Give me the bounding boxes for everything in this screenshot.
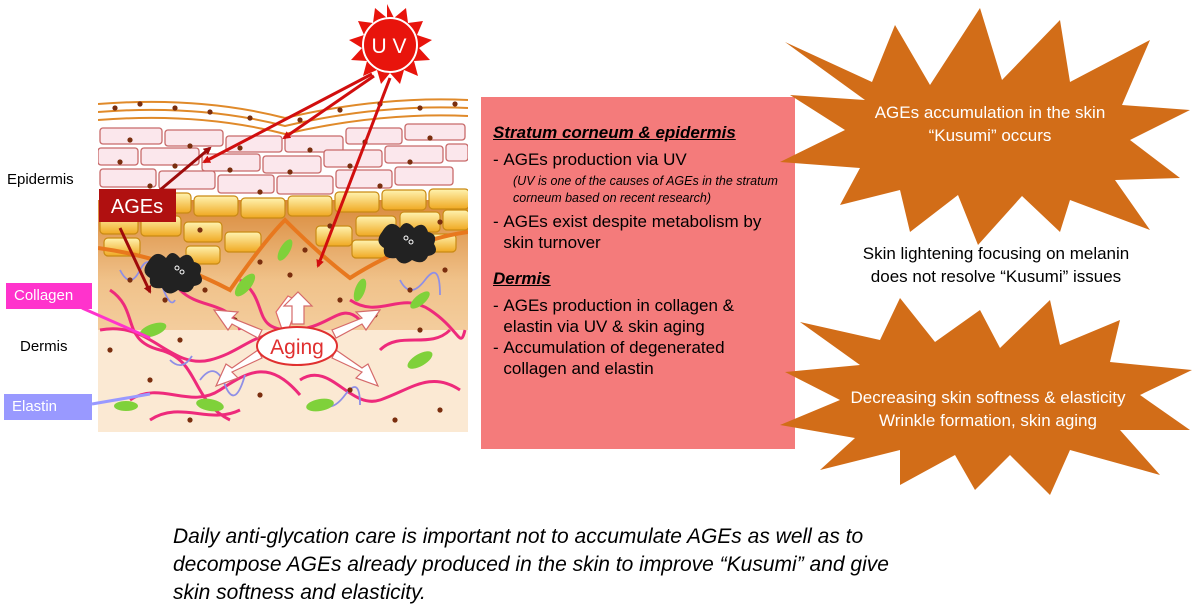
stratum-item-2: - AGEs exist despite metabolism by skin …: [493, 212, 762, 252]
conclusion-line2: decompose AGEs already produced in the s…: [173, 553, 889, 576]
melanin-statement-line1: Skin lightening focusing on melanin: [862, 244, 1130, 263]
elastin-pointer: [91, 392, 151, 406]
uv-label: U V: [371, 35, 406, 58]
uv-arrows: [202, 72, 392, 268]
melanin-statement: Skin lightening focusing on melanin does…: [826, 242, 1166, 288]
burst-top-line2: “Kusumi” occurs: [928, 126, 1052, 145]
uv-sun-icon: [349, 4, 432, 84]
skin-cross-section-illustration: Aging U V AGEs: [81, 4, 468, 432]
aging-ellipse: [256, 326, 338, 366]
burst-bottom-line1: Decreasing skin softness & elasticity: [850, 388, 1126, 407]
ages-arrows: [118, 146, 212, 294]
collagen-tag: Collagen: [6, 283, 92, 309]
burst-top-line1: AGEs accumulation in the skin: [874, 103, 1106, 122]
dermis-item-2: - Accumulation of degenerated collagen a…: [493, 338, 725, 378]
melanin-statement-line2: does not resolve “Kusumi” issues: [870, 267, 1122, 286]
stratum-heading: Stratum corneum & epidermis: [493, 123, 736, 142]
starburst-bottom: [780, 298, 1192, 495]
ages-badge: [99, 189, 176, 222]
collagen-tag-label: Collagen: [14, 287, 74, 304]
dermis-heading: Dermis: [493, 269, 551, 288]
stratum-note: (UV is one of the causes of AGEs in the …: [513, 174, 778, 205]
burst-top-text: AGEs accumulation in the skin “Kusumi” o…: [820, 101, 1160, 147]
elastin-tag-label: Elastin: [12, 398, 58, 415]
epidermis-label: Epidermis: [7, 171, 74, 188]
stratum-item-1: - AGEs production via UV: [493, 150, 687, 169]
collagen-pointer: [81, 306, 151, 340]
melanocyte-right: [378, 223, 436, 264]
conclusion-line3: skin softness and elasticity.: [173, 581, 426, 604]
elastin-tag: Elastin: [4, 394, 92, 420]
epidermis-cells: [98, 123, 468, 195]
burst-bottom-line2: Wrinkle formation, skin aging: [879, 411, 1097, 430]
melanocyte-left: [144, 253, 202, 294]
starburst-graphics: [780, 8, 1192, 495]
ages-badge-label: AGEs: [111, 196, 163, 218]
aging-radiating-arrows: [212, 291, 382, 388]
aging-label: Aging: [270, 336, 324, 359]
conclusion-text: Daily anti-glycation care is important n…: [173, 523, 993, 607]
dermis-item-1: - AGEs production in collagen & elastin …: [493, 296, 734, 336]
dermis-label: Dermis: [20, 338, 68, 355]
fibroblasts: [114, 239, 433, 412]
burst-bottom-text: Decreasing skin softness & elasticity Wr…: [812, 386, 1164, 432]
conclusion-line1: Daily anti-glycation care is important n…: [173, 525, 864, 548]
starburst-top: [780, 8, 1190, 245]
info-box: Stratum corneum & epidermis - AGEs produ…: [481, 97, 795, 449]
basal-cells: [99, 188, 468, 265]
